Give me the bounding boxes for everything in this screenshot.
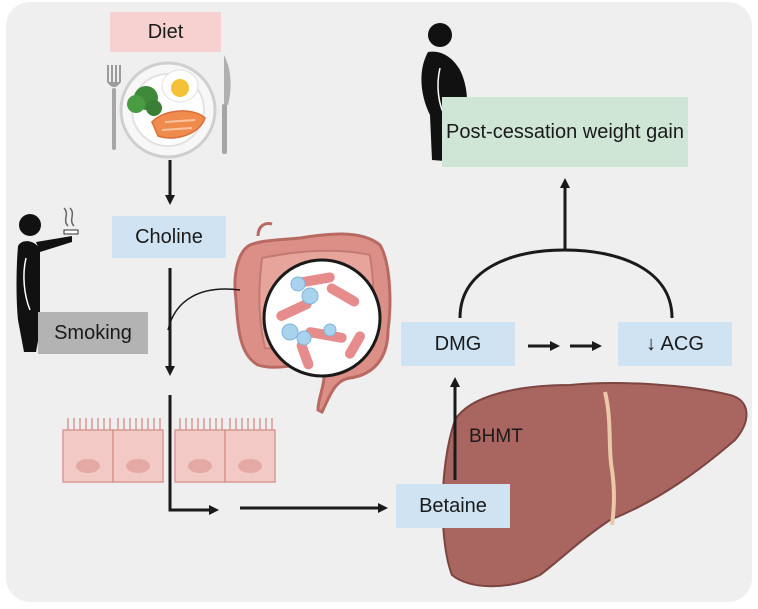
fork-icon [107,65,121,150]
choline-label: Choline [112,216,226,258]
arc-dmg-acg-merge [458,248,674,319]
smoking-label: Smoking [38,312,148,354]
post-cessation-weight-gain-label: Post-cessation weight gain [442,97,688,167]
dmg-label: DMG [401,322,515,366]
bhmt-label: BHMT [469,426,523,447]
diet-label: Diet [110,12,221,52]
betaine-label: Betaine [396,484,510,528]
liver-icon [441,382,748,588]
acg-label: ↓ ACG [618,322,732,366]
knife-icon [222,55,231,154]
flow-arrows [165,160,674,515]
enterocyte-cells-icon [62,418,276,483]
arrow-gut-to-enterocytes [168,395,219,515]
smoker-figure-icon [16,207,79,352]
plate-icon [119,61,217,159]
